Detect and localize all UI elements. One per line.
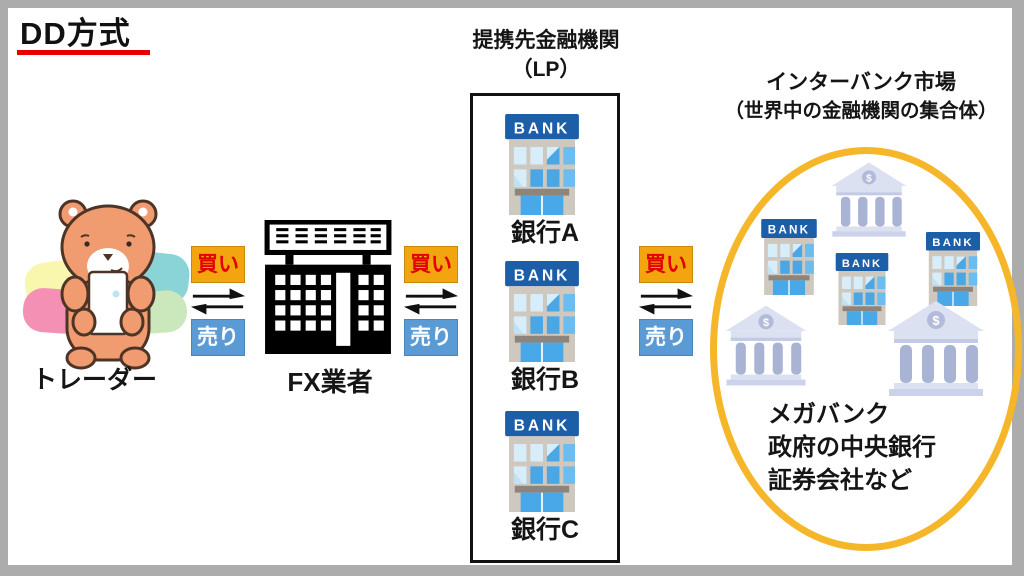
exchange-arrows-icon: [637, 285, 695, 317]
member-list-line: 証券会社など: [768, 467, 912, 494]
fx-label: FX業者: [287, 367, 373, 397]
bank-label-c: 銀行C: [510, 516, 580, 544]
title-underline: [17, 50, 150, 55]
exchange-arrows-icon: [189, 285, 247, 317]
bank-icon: [503, 114, 581, 215]
lp-box: [470, 93, 620, 563]
bank-icon: [757, 219, 821, 295]
flow-trader-fx: 買い 売り: [189, 246, 247, 356]
page-title: DD方式: [20, 16, 131, 51]
interbank-ellipse: [710, 147, 1022, 551]
bank-icon: [917, 232, 989, 306]
trader-bear-icon: [22, 199, 190, 370]
exchange-arrows-icon: [402, 285, 460, 317]
lp-heading-sub: （LP）: [511, 58, 581, 81]
buy-badge: 買い: [639, 246, 693, 283]
sell-badge: 売り: [191, 319, 245, 356]
interbank-heading: インターバンク市場: [766, 71, 956, 94]
buy-badge: 買い: [191, 246, 245, 283]
bank-label-b: 銀行B: [510, 366, 580, 394]
bank-icon: [503, 411, 581, 512]
fx-building-icon: [264, 220, 392, 354]
classical-bank-icon: [882, 299, 990, 399]
sell-badge: 売り: [404, 319, 458, 356]
flow-fx-lp: 買い 売り: [402, 246, 460, 356]
interbank-member-list: メガバンク 政府の中央銀行 証券会社など: [768, 398, 998, 497]
trader-label: トレーダー: [31, 366, 157, 394]
bank-label-a: 銀行A: [510, 219, 580, 247]
buy-badge: 買い: [404, 246, 458, 283]
lp-heading: 提携先金融機関: [472, 29, 620, 52]
interbank-heading-sub: （世界中の金融機関の集合体）: [724, 100, 998, 122]
member-list-line: メガバンク: [768, 401, 890, 428]
flow-lp-interbank: 買い 売り: [637, 246, 695, 356]
bank-icon: [503, 261, 581, 362]
classical-bank-icon: [724, 295, 808, 397]
classical-bank-icon: [829, 161, 909, 239]
sell-badge: 売り: [639, 319, 693, 356]
member-list-line: 政府の中央銀行: [768, 434, 936, 461]
